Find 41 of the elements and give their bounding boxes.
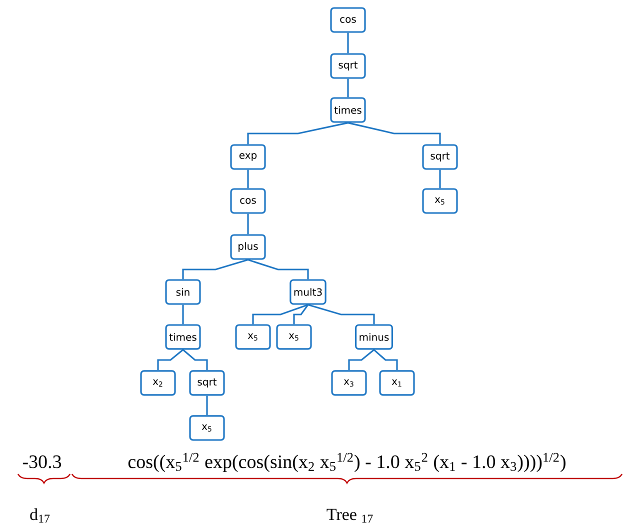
constant-term: -30.3 [22, 455, 62, 468]
tree-node-box: exp [230, 144, 266, 170]
tree-edge [248, 259, 309, 280]
tree-node-box: x$_{5}$ [276, 324, 312, 350]
brace-label: d$_{17}$ [30, 508, 50, 523]
tree-node-box: cos [230, 188, 266, 214]
tree-edge [247, 170, 249, 188]
tree-edge [247, 122, 348, 144]
tree-edge [348, 349, 374, 370]
tree-edge [347, 78, 349, 98]
tree-edge [308, 304, 375, 324]
tree-edge [182, 259, 248, 280]
tree-edge [182, 349, 208, 370]
tree-node-box: sin [165, 279, 201, 305]
tree-node-box: x$_{2}$ [140, 370, 176, 396]
tree-edge [439, 170, 441, 188]
tree-node-box: x$_{5}$ [189, 415, 225, 441]
tree-node-box: x$_{5}$ [235, 324, 271, 350]
tree-node-box: minus [355, 324, 393, 350]
tree-edge [157, 349, 184, 370]
tree-edge [206, 396, 208, 416]
tree-edge [252, 304, 308, 324]
tree-node-box: sqrt [330, 53, 366, 79]
tree-edge [373, 349, 398, 370]
tree-node-box: cos [330, 7, 366, 33]
tree-node-box: mult3 [290, 279, 326, 305]
tree-edge [347, 32, 349, 54]
tree-edge [247, 214, 249, 234]
tree-node-box: times [330, 97, 366, 123]
tree-node-box: times [165, 324, 201, 350]
brace-label: Tree $_{17}$ [326, 508, 373, 523]
tree-edge [293, 304, 309, 324]
tree-edge [348, 122, 441, 144]
tree-node-box: sqrt [189, 370, 225, 396]
tree-node-box: x$_{1}$ [379, 370, 415, 396]
tree-node-box: x$_{5}$ [422, 188, 458, 214]
tree-node-box: sqrt [422, 144, 458, 170]
tree-edge [182, 304, 184, 324]
tree-node-box: x$_{3}$ [331, 370, 367, 396]
tree-formula: cos((x$_{5}$$^{1/2}$ exp(cos(sin(x$_{2}$ x$_{5}$$^{1/2}$) - 1.0 x$_{5}$$^{2}$ (x$_{1}$ - 1.0 x$_{3}$))))$^{1/2}$) [128, 452, 566, 472]
tree-node-box: plus [230, 234, 266, 260]
